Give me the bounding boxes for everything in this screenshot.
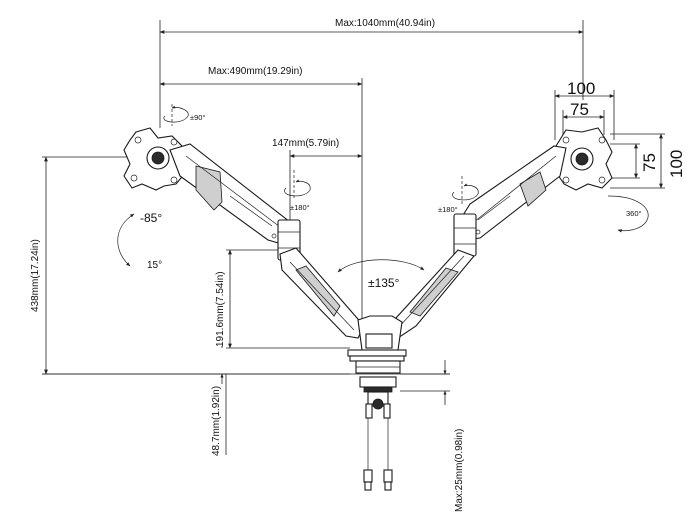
rotation-tilt: -85° 15° (117, 211, 162, 271)
dimension-max-desk-thickness: Max:25mm(0.98in) (400, 360, 465, 512)
center-pole-and-clamp (347, 315, 407, 374)
label-vesa-outer-width: 100 (567, 79, 595, 98)
label-overall-height: 438mm(17.24in) (30, 239, 41, 312)
right-elbow-joint (453, 213, 477, 257)
usb-cables (363, 418, 393, 491)
label-swivel-left: ±90° (190, 113, 205, 122)
label-elbow-right: ±180° (438, 205, 458, 214)
left-upper-arm (169, 143, 295, 245)
right-upper-arm (459, 145, 567, 241)
label-elbow-left: ±180° (290, 203, 310, 212)
left-lower-arm (279, 247, 365, 339)
rotation-elbow-left: ±180° (284, 170, 311, 212)
label-desk-clearance: 48.7mm(1.92in) (211, 386, 222, 456)
label-inner-offset: 147mm(5.79in) (272, 138, 339, 149)
label-vesa-outer-height: 100 (667, 150, 686, 178)
label-center-swivel: ±135° (368, 276, 400, 290)
under-desk-clamp (359, 376, 397, 419)
label-vesa-inner-width: 75 (570, 100, 589, 119)
left-vesa-plate (123, 127, 187, 191)
rotation-center-swivel: ±135° (337, 259, 425, 290)
vesa-dimensions: 100 75 75 100 (554, 79, 686, 189)
label-tilt-up: -85° (140, 211, 162, 225)
rotation-right-360: 360° (607, 195, 649, 233)
label-max-arm-reach: Max:490mm(19.29in) (208, 66, 302, 77)
label-rotate-right: 360° (626, 209, 642, 218)
dimension-max-arm-reach: Max:490mm(19.29in) (159, 66, 363, 350)
right-lower-arm (387, 249, 475, 339)
label-arm-height: 191.6mm(7.54in) (215, 271, 226, 347)
label-tilt-down: 15° (147, 260, 162, 271)
label-max-desk-thickness: Max:25mm(0.98in) (454, 429, 465, 512)
dimension-desk-clearance: 48.7mm(1.92in) (211, 346, 227, 456)
rotation-swivel-left: ±90° (163, 104, 205, 126)
label-vesa-inner-height: 75 (640, 153, 659, 172)
rotation-elbow-right: ±180° (438, 176, 479, 214)
label-max-total-width: Max:1040mm(40.94in) (335, 18, 435, 29)
right-vesa-plate (555, 127, 613, 191)
dimension-max-total-width: Max:1040mm(40.94in) (159, 18, 584, 128)
